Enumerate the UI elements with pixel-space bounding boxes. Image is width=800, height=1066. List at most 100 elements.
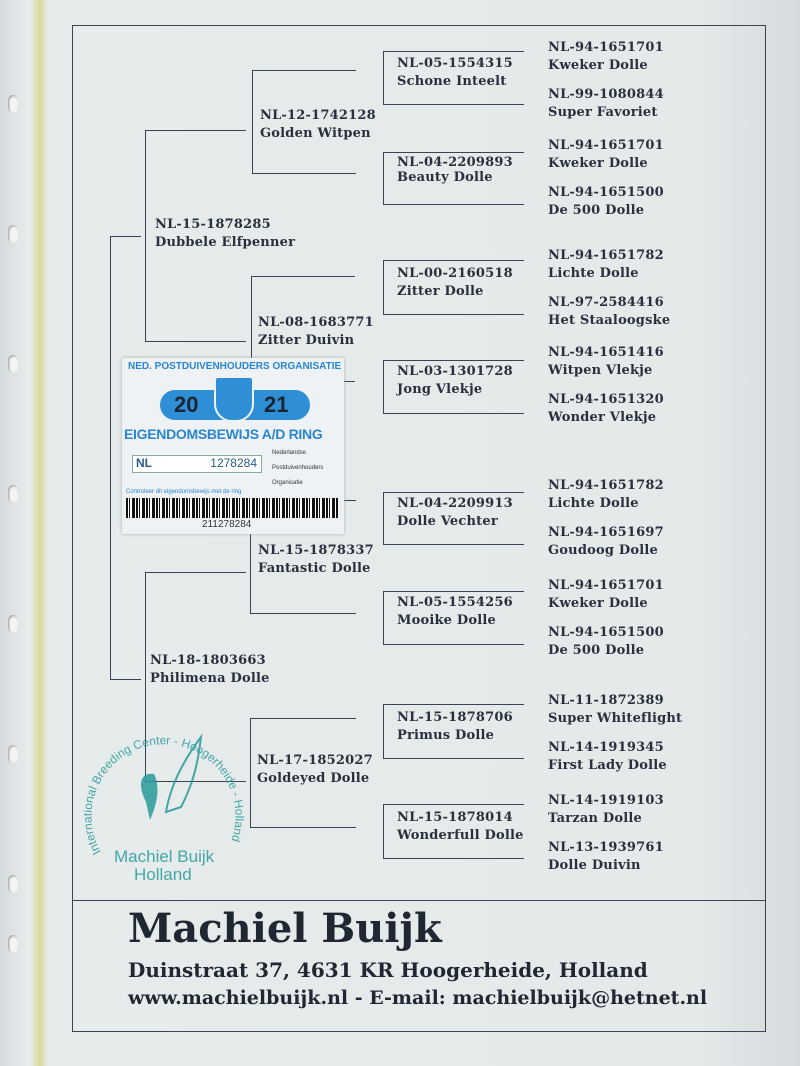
punch-hole xyxy=(8,745,18,763)
ring-ownership-card: NED. POSTDUIVENHOUDERS ORGANISATIE 20 21… xyxy=(122,358,344,534)
gen3-name: Zitter Dolle xyxy=(397,284,484,299)
bracket-gen2 xyxy=(252,70,356,174)
npo-line: Organisatie xyxy=(272,480,303,486)
punch-hole xyxy=(8,95,18,113)
gen3-name: Wonderfull Dolle xyxy=(397,828,524,843)
punch-hole xyxy=(8,615,18,633)
gen4-ring: NL-99-1080844 xyxy=(548,87,664,102)
gen3-name: Beauty Dolle xyxy=(397,170,493,185)
gen3-name: Mooike Dolle xyxy=(397,613,496,628)
gen3-name: Jong Vlekje xyxy=(397,382,483,397)
gen3-ring: NL-00-2160518 xyxy=(397,266,513,281)
punch-hole xyxy=(8,485,18,503)
bracket-gen3 xyxy=(383,704,524,759)
gen2-ring: NL-17-1852027 xyxy=(257,753,373,768)
bracket-gen3 xyxy=(383,260,524,315)
gen4-name: Witpen Vlekje xyxy=(548,363,653,378)
eagle-icon xyxy=(140,773,158,820)
gen3-ring: NL-05-1554315 xyxy=(397,56,513,71)
bracket-gen3 xyxy=(383,492,524,545)
gen4-name: De 500 Dolle xyxy=(548,203,645,218)
gen3-name: Schone Inteelt xyxy=(397,74,507,89)
ring-number-box: NL 1278284 xyxy=(132,455,262,473)
npo-line: Nederlandse xyxy=(272,450,307,456)
punch-hole xyxy=(8,225,18,243)
gen4-name: Kweker Dolle xyxy=(548,156,648,171)
gen3-ring: NL-05-1554256 xyxy=(397,595,513,610)
punch-hole xyxy=(8,935,18,953)
bracket-gen1 xyxy=(145,572,246,782)
pedigree-frame xyxy=(72,25,766,1032)
bracket-gen3 xyxy=(383,51,524,105)
punch-hole xyxy=(8,875,18,893)
gen3-ring: NL-04-2209913 xyxy=(397,496,513,511)
gen1-name: Dubbele Elfpenner xyxy=(155,235,296,250)
bracket-gen3 xyxy=(383,591,524,645)
bracket-gen3 xyxy=(383,152,524,205)
gen2-name: Fantastic Dolle xyxy=(258,561,371,576)
gen4-name: Tarzan Dolle xyxy=(548,811,642,826)
gen4-name: Wonder Vlekje xyxy=(548,410,657,425)
gen4-ring: NL-94-1651500 xyxy=(548,185,664,200)
gen4-ring: NL-94-1651701 xyxy=(548,40,664,55)
gen1-name: Philimena Dolle xyxy=(150,671,270,686)
ring-card-year-right: 21 xyxy=(264,392,289,417)
gen4-name: Lichte Dolle xyxy=(548,266,639,281)
gen4-ring: NL-94-1651500 xyxy=(548,625,664,640)
gen4-name: Super Whiteflight xyxy=(548,711,683,726)
gen4-ring: NL-94-1651782 xyxy=(548,248,664,263)
stamp-line2: Holland xyxy=(134,865,192,884)
gen3-name: Primus Dolle xyxy=(397,728,495,743)
lion-crest-icon xyxy=(214,376,254,422)
stamp-ring-text: International Breeding Center - Hoogerhe… xyxy=(80,733,246,857)
gen4-ring: NL-94-1651320 xyxy=(548,392,664,407)
gen2-name: Zitter Duivin xyxy=(258,333,355,348)
ring-card-note: Controleer dit eigendomsbewijs met de ri… xyxy=(126,489,242,495)
gen4-ring: NL-94-1651416 xyxy=(548,345,664,360)
gen4-name: Lichte Dolle xyxy=(548,496,639,511)
barcode-number: 211278284 xyxy=(202,519,252,530)
gen4-ring: NL-94-1651782 xyxy=(548,478,664,493)
ring-card-title: EIGENDOMSBEWIJS A/D RING xyxy=(124,426,323,442)
gen4-ring: NL-94-1651701 xyxy=(548,578,664,593)
footer-divider xyxy=(72,900,766,901)
bracket-gen3 xyxy=(383,360,524,414)
ring-card-year-left: 20 xyxy=(174,392,199,417)
svg-text:International Breeding Center: International Breeding Center - Hoogerhe… xyxy=(80,733,246,857)
bracket-gen2 xyxy=(250,718,356,828)
gen4-name: First Lady Dolle xyxy=(548,758,667,773)
breeder-name: Machiel Buijk xyxy=(128,905,442,952)
gen2-name: Golden Witpen xyxy=(260,126,371,141)
gen4-name: Het Staaloogske xyxy=(548,313,671,328)
breeder-stamp: International Breeding Center - Hoogerhe… xyxy=(80,733,246,884)
gen1-ring: NL-15-1878285 xyxy=(155,217,271,232)
breeder-address: Duinstraat 37, 4631 KR Hoogerheide, Holl… xyxy=(128,958,648,982)
barcode xyxy=(126,498,338,518)
gen4-ring: NL-13-1939761 xyxy=(548,840,664,855)
gen2-ring: NL-15-1878337 xyxy=(258,543,374,558)
npo-line: Postduivenhouders xyxy=(272,465,324,471)
gen4-ring: NL-94-1651697 xyxy=(548,525,664,540)
gen4-name: Kweker Dolle xyxy=(548,596,648,611)
gen4-ring: NL-14-1919345 xyxy=(548,740,664,755)
gen2-name: Goldeyed Dolle xyxy=(257,771,370,786)
gen3-ring: NL-15-1878014 xyxy=(397,810,513,825)
bracket-gen3 xyxy=(383,804,524,859)
ring-card-number: 1278284 xyxy=(210,456,257,470)
breeder-contact: www.machielbuijk.nl - E-mail: machielbui… xyxy=(128,987,708,1009)
gen4-ring: NL-11-1872389 xyxy=(548,693,664,708)
gen4-name: De 500 Dolle xyxy=(548,643,645,658)
gen4-name: Dolle Duivin xyxy=(548,858,641,873)
ring-card-country: NL xyxy=(136,456,152,470)
gen4-ring: NL-14-1919103 xyxy=(548,793,664,808)
gen1-ring: NL-18-1803663 xyxy=(150,653,266,668)
gen3-ring: NL-04-2209893 xyxy=(397,155,513,170)
gen3-name: Dolle Vechter xyxy=(397,514,498,529)
gen4-name: Super Favoriet xyxy=(548,105,658,120)
gen2-ring: NL-08-1683771 xyxy=(258,315,374,330)
gen3-ring: NL-03-1301728 xyxy=(397,364,513,379)
stamp-line1: Machiel Buijk xyxy=(114,847,215,866)
bracket-gen1 xyxy=(145,130,246,342)
gen4-ring: NL-94-1651701 xyxy=(548,138,664,153)
gen2-ring: NL-12-1742128 xyxy=(260,108,376,123)
